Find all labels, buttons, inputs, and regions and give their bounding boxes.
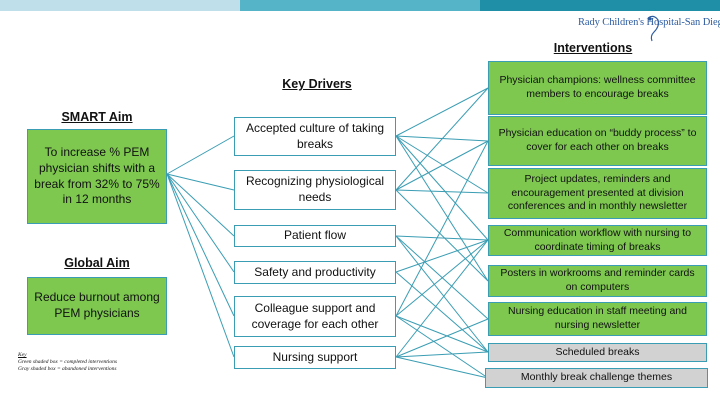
interventions-heading: Interventions <box>553 41 633 55</box>
intervention-physician-education: Physician education on “buddy process” t… <box>488 116 707 166</box>
intervention-label: Physician champions: wellness committee … <box>499 74 696 100</box>
smart-aim-heading: SMART Aim <box>61 110 133 124</box>
hospital-logo: Rady Children's Hospital-San Diego <box>574 14 720 42</box>
driver-safety-productivity: Safety and productivity <box>234 261 396 284</box>
driver-label: Patient flow <box>283 228 347 243</box>
driver-label: Accepted culture of taking breaks <box>245 120 385 151</box>
header-bar-segment-light <box>0 0 240 11</box>
key-gray-entry: Gray shaded box = abandoned intervention… <box>18 366 117 372</box>
intervention-label: Monthly break challenge themes <box>520 371 673 384</box>
driver-label: Nursing support <box>272 349 358 364</box>
driver-label: Recognizing physiological needs <box>245 174 385 204</box>
intervention-nursing-education: Nursing education in staff meeting and n… <box>488 302 707 336</box>
driver-label: Colleague support and coverage for each … <box>251 300 379 331</box>
driver-physiological-needs: Recognizing physiological needs <box>234 170 396 210</box>
intervention-project-updates: Project updates, reminders and encourage… <box>488 168 707 219</box>
intervention-physician-champions: Physician champions: wellness committee … <box>488 61 707 115</box>
legend-key: Key Green shaded box = completed interve… <box>18 352 117 373</box>
intervention-scheduled-breaks: Scheduled breaks <box>488 343 707 362</box>
intervention-communication-workflow: Communication workflow with nursing to c… <box>488 225 707 256</box>
driver-to-intervention-lines <box>395 87 489 379</box>
key-drivers-heading: Key Drivers <box>282 77 352 91</box>
global-aim-heading: Global Aim <box>64 256 130 270</box>
intervention-label: Project updates, reminders and encourage… <box>507 173 688 213</box>
driver-colleague-support: Colleague support and coverage for each … <box>234 296 396 337</box>
smart-aim-text: To increase % PEM physician shifts with … <box>34 145 160 207</box>
global-aim-box: Reduce burnout among PEM physicians <box>27 277 167 335</box>
stork-icon <box>647 15 660 42</box>
intervention-label: Communication workflow with nursing to c… <box>503 226 692 253</box>
key-title: Key <box>18 352 27 358</box>
header-color-bar <box>0 0 720 11</box>
intervention-label: Nursing education in staff meeting and n… <box>507 305 687 331</box>
global-aim-text: Reduce burnout among PEM physicians <box>34 290 160 320</box>
intervention-label: Physician education on “buddy process” t… <box>498 127 697 153</box>
intervention-label: Scheduled breaks <box>555 345 640 358</box>
intervention-monthly-challenge: Monthly break challenge themes <box>485 368 708 388</box>
driver-culture-of-breaks: Accepted culture of taking breaks <box>234 117 396 156</box>
smart-aim-box: To increase % PEM physician shifts with … <box>27 129 167 224</box>
key-green-entry: Green shaded box = completed interventio… <box>18 359 117 365</box>
driver-nursing-support: Nursing support <box>234 346 396 369</box>
intervention-posters: Posters in workrooms and reminder cards … <box>488 265 707 297</box>
header-bar-segment-mid <box>240 0 480 11</box>
logo-text: Rady Children's Hospital-San Diego <box>578 17 720 28</box>
header-bar-segment-dark <box>480 0 720 11</box>
aim-to-driver-lines <box>166 135 235 358</box>
intervention-label: Posters in workrooms and reminder cards … <box>500 267 695 293</box>
driver-patient-flow: Patient flow <box>234 225 396 247</box>
driver-label: Safety and productivity <box>254 264 376 279</box>
